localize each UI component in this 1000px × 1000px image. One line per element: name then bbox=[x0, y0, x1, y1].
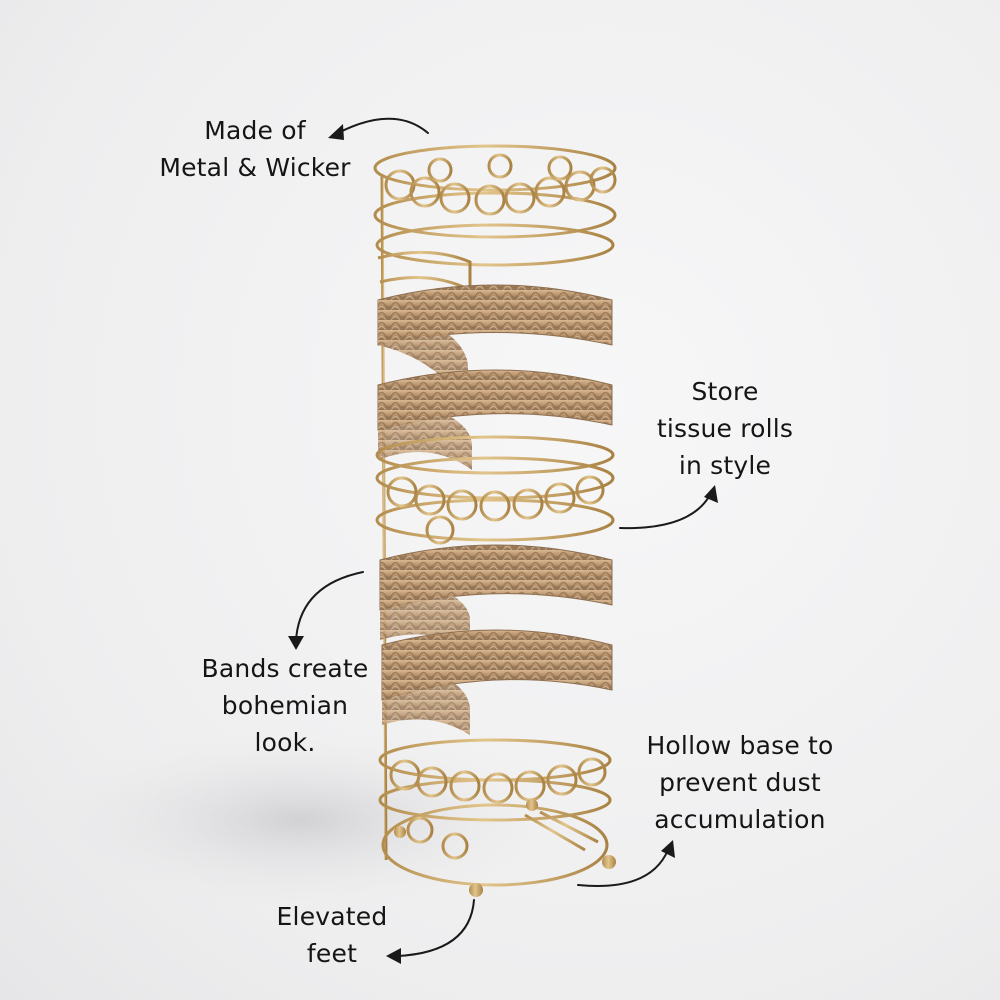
arrow-store bbox=[619, 485, 718, 530]
floor-shadow bbox=[40, 730, 560, 910]
store-callout: Store tissue rolls in style bbox=[630, 373, 820, 484]
arrow-hollow bbox=[577, 840, 675, 887]
hollow-base-callout: Hollow base to prevent dust accumulation bbox=[620, 727, 860, 838]
bands-line-1: Bands create bbox=[201, 654, 369, 683]
arrow-material bbox=[328, 117, 429, 140]
hollow-line-3: accumulation bbox=[654, 805, 826, 834]
arrow-feet bbox=[386, 899, 475, 964]
bands-line-3: look. bbox=[254, 728, 316, 757]
middle-ring-band bbox=[375, 435, 615, 545]
bottom-base bbox=[378, 738, 612, 887]
material-line-2: Metal & Wicker bbox=[159, 153, 351, 182]
feet-line-2: feet bbox=[306, 939, 358, 968]
feet-callout: Elevated feet bbox=[262, 898, 402, 972]
wicker-bands bbox=[377, 284, 613, 735]
hollow-line-2: prevent dust bbox=[659, 768, 821, 797]
arrow-bands bbox=[288, 571, 364, 650]
bands-callout: Bands create bohemian look. bbox=[185, 650, 385, 761]
store-line-2: tissue rolls bbox=[656, 414, 794, 443]
feet-line-1: Elevated bbox=[276, 902, 388, 931]
store-line-1: Store bbox=[691, 377, 759, 406]
material-line-1: Made of bbox=[204, 116, 306, 145]
material-callout: Made of Metal & Wicker bbox=[150, 112, 360, 186]
store-line-3: in style bbox=[678, 451, 772, 480]
hollow-line-1: Hollow base to bbox=[646, 731, 834, 760]
top-rim bbox=[373, 144, 617, 293]
feet bbox=[394, 799, 616, 897]
bands-line-2: bohemian bbox=[221, 691, 349, 720]
